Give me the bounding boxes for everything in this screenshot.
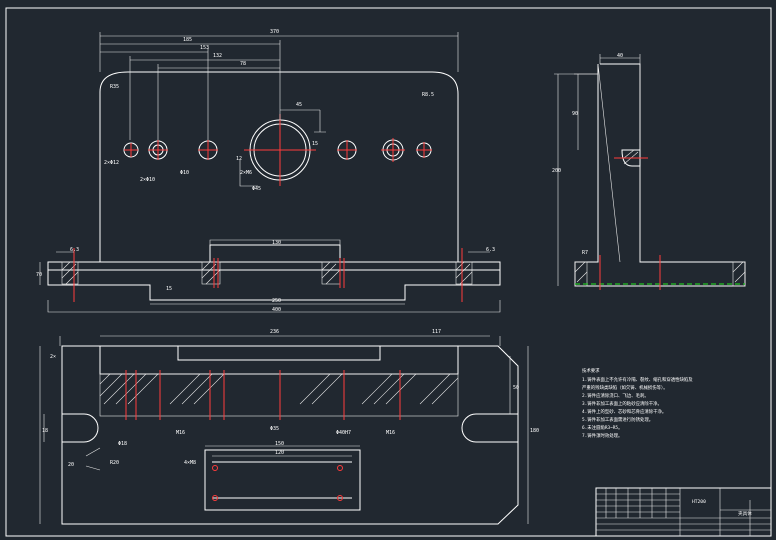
dim-side-h1: 90 xyxy=(572,111,578,117)
rough-left: 6.3 xyxy=(70,247,79,253)
front-view: 370 185 153 132 78 R35 R8.5 2×Φ12 2×Φ10 … xyxy=(36,29,501,313)
dim-plan-m6: 4×M8 xyxy=(184,460,196,466)
title-block-material: HT200 xyxy=(692,499,706,505)
dim-base-width: 130 xyxy=(272,240,281,246)
dim-top-width: 370 xyxy=(270,29,279,35)
dim-side-h2: 200 xyxy=(552,168,561,174)
dim-height: 70 xyxy=(36,272,42,278)
note-line-5: 4.铸件上的型砂、芯砂和芯骨应清除干净。 xyxy=(582,408,666,415)
note-line-3: 2.铸件应清除浇口、飞边、毛刺。 xyxy=(582,392,649,399)
dim-hole-pin: 2×Φ10 xyxy=(140,177,155,183)
dim-15: 15 xyxy=(312,141,318,147)
dim-45: 45 xyxy=(296,102,302,108)
dim-r-right: R8.5 xyxy=(422,92,434,98)
side-view: 40 90 200 R7 xyxy=(552,53,746,290)
notes-title: 技术要求 xyxy=(582,367,600,374)
dim-bottom-w2: 400 xyxy=(272,307,281,313)
note-line-6: 5.铸件非加工表面需进行防锈处理。 xyxy=(582,416,653,423)
dim-plan-180: 180 xyxy=(530,428,539,434)
dim-185: 185 xyxy=(183,37,192,43)
dim-slot-w: 236 xyxy=(270,329,279,335)
note-line-7: 6.未注圆角R3~R5。 xyxy=(582,424,622,431)
rough-right: 6.3 xyxy=(486,247,495,253)
title-block-part: 夹具体 xyxy=(738,510,752,517)
dim-side-w: 40 xyxy=(617,53,623,59)
dim-r-left: R35 xyxy=(110,84,119,90)
dim-12: 12 xyxy=(236,156,242,162)
dim-plan-sec1: M16 xyxy=(176,430,185,436)
dim-m6: 2×M6 xyxy=(240,170,252,176)
dim-bottom-w1: 250 xyxy=(272,298,281,304)
dim-plan-w: 120 xyxy=(275,450,284,456)
dim-side-r: R7 xyxy=(582,250,588,256)
dim-plan-sec2: M16 xyxy=(386,430,395,436)
note-line-8: 7.铸件须时效处理。 xyxy=(582,432,622,439)
dim-hole-left: 2×Φ12 xyxy=(104,160,119,166)
plan-view: 236 117 2× 50 180 Φ18 R20 20 18 150 120 … xyxy=(39,329,539,525)
drawing-frame xyxy=(5,7,772,537)
dim-plan-18: 18 xyxy=(42,428,48,434)
dim-plan-50: 50 xyxy=(513,385,519,391)
dim-plan-20: 20 xyxy=(68,462,74,468)
dim-plan-r: R20 xyxy=(110,460,119,466)
dim-78: 78 xyxy=(240,61,246,67)
title-block: HT200 夹具体 xyxy=(595,487,772,537)
note-line-4: 3.铸件非加工表面上的粘砂应清除干净。 xyxy=(582,400,662,407)
dim-slot-r: 117 xyxy=(432,329,441,335)
dim-plan-w2: 150 xyxy=(275,441,284,447)
note-line-1: 1.铸件表面上不允许有冷隔、裂纹、缩孔和穿透性缺陷及 xyxy=(582,376,693,383)
dim-plan-sec3: Φ35 xyxy=(270,426,279,432)
technical-notes: 技术要求 1.铸件表面上不允许有冷隔、裂纹、缩孔和穿透性缺陷及 严重的残缺类缺陷… xyxy=(582,367,693,439)
dim-45b: Φ45 xyxy=(252,186,261,192)
dim-132: 132 xyxy=(213,53,222,59)
dim-plan-left: Φ18 xyxy=(118,441,127,447)
dim-plan-5: 2× xyxy=(50,354,56,360)
dim-plan-sec4: Φ40H7 xyxy=(336,430,351,436)
dim-base-step: 15 xyxy=(166,286,172,292)
dim-153: 153 xyxy=(200,45,209,51)
dim-hole-mid: Φ10 xyxy=(180,170,189,176)
note-line-2: 严重的残缺类缺陷（如欠铸、机械损伤等）。 xyxy=(582,384,668,391)
